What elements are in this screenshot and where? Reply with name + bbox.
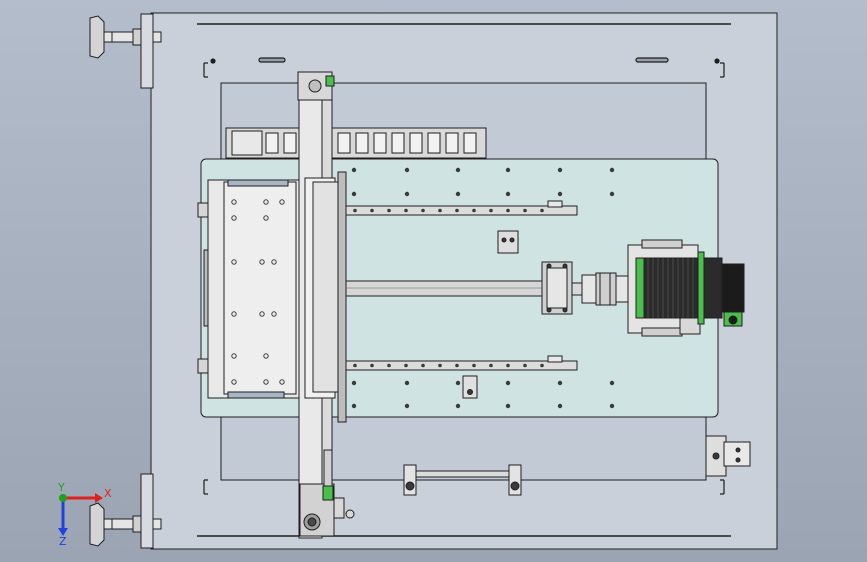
- rail-hole: [404, 363, 408, 368]
- carriage-hole: [231, 199, 237, 205]
- moving-carriage: [197, 179, 304, 399]
- mounting-hole: [455, 403, 461, 409]
- rail-hole: [506, 363, 510, 368]
- rail-hole: [455, 363, 459, 368]
- carriage-hole: [263, 215, 269, 221]
- ball-screw: [344, 280, 543, 297]
- chain-link: [373, 132, 387, 154]
- rail-hole: [489, 363, 493, 368]
- rail-hole: [353, 208, 357, 213]
- rail-hole: [523, 208, 527, 213]
- mounting-hole: [351, 380, 357, 386]
- chain-link: [283, 132, 297, 154]
- mounting-hole: [455, 380, 461, 386]
- chain-link: [391, 132, 405, 154]
- leveling-foot-top: [89, 15, 162, 59]
- mounting-hole: [404, 380, 410, 386]
- mounting-hole: [505, 403, 511, 409]
- mounting-hole: [609, 403, 615, 409]
- mounting-hole: [455, 191, 461, 197]
- mounting-hole: [609, 167, 615, 173]
- carriage-hole: [263, 379, 269, 385]
- axis-x-label: X: [104, 487, 112, 500]
- axis-z-label: Z: [59, 535, 67, 548]
- rail-hole: [370, 363, 374, 368]
- rail-hole: [370, 208, 374, 213]
- chain-link: [463, 132, 477, 154]
- mounting-hole: [351, 403, 357, 409]
- rail-hole: [455, 208, 459, 213]
- left-side-bracket-top: [140, 13, 154, 89]
- carriage-hole: [263, 199, 269, 205]
- mounting-hole: [505, 380, 511, 386]
- carriage-hole: [271, 259, 277, 265]
- rail-hole: [472, 208, 476, 213]
- rail-hole: [472, 363, 476, 368]
- rail-hole: [387, 363, 391, 368]
- carriage-hole: [259, 259, 265, 265]
- rail-hole: [353, 363, 357, 368]
- mounting-hole: [609, 191, 615, 197]
- mounting-hole: [557, 167, 563, 173]
- leveling-foot-bottom: [89, 502, 162, 547]
- axis-y-label: Y: [57, 481, 65, 494]
- carriage-hole: [279, 379, 285, 385]
- rail-hole: [404, 208, 408, 213]
- carriage-hole: [263, 353, 269, 359]
- carriage-hole: [271, 311, 277, 317]
- mounting-hole: [557, 403, 563, 409]
- frame-clips: [203, 57, 725, 495]
- bottom-handle-bar: [403, 464, 522, 496]
- mounting-hole: [557, 380, 563, 386]
- right-limit-bracket: [705, 435, 751, 477]
- rail-hole: [438, 363, 442, 368]
- mounting-hole: [557, 191, 563, 197]
- rail-holes: [353, 208, 544, 368]
- rail-hole: [438, 208, 442, 213]
- axis-triad: X Y Z: [57, 481, 112, 548]
- chain-link: [445, 132, 459, 154]
- sensor-bracket: [462, 230, 519, 399]
- base-plate-holes: [351, 167, 615, 409]
- chain-link: [355, 132, 369, 154]
- rail-hole: [387, 208, 391, 213]
- rail-hole: [421, 363, 425, 368]
- mounting-hole: [351, 167, 357, 173]
- servo-motor: [635, 251, 745, 327]
- carriage-hole: [259, 311, 265, 317]
- carriage-hole: [279, 199, 285, 205]
- rail-hole: [540, 208, 544, 213]
- rail-hole: [489, 208, 493, 213]
- chain-link: [337, 132, 351, 154]
- rail-hole: [506, 208, 510, 213]
- mounting-hole: [505, 191, 511, 197]
- mounting-hole: [404, 191, 410, 197]
- carriage-hole: [231, 259, 237, 265]
- mounting-hole: [505, 167, 511, 173]
- rail-hole: [523, 363, 527, 368]
- carriage-hole: [231, 379, 237, 385]
- mounting-hole: [609, 380, 615, 386]
- chain-link: [265, 132, 279, 154]
- rail-hole: [421, 208, 425, 213]
- chain-link: [427, 132, 441, 154]
- chain-link: [409, 132, 423, 154]
- carriage-holes: [231, 199, 285, 385]
- mounting-hole: [404, 403, 410, 409]
- carriage-hole: [231, 353, 237, 359]
- carriage-hole: [231, 311, 237, 317]
- coupling: [571, 272, 629, 306]
- rail-hole: [540, 363, 544, 368]
- left-side-bracket-bottom: [140, 473, 154, 549]
- carriage-hole: [231, 215, 237, 221]
- mounting-hole: [455, 167, 461, 173]
- mounting-hole: [351, 191, 357, 197]
- bearing-support-block: [541, 261, 573, 315]
- vertical-column: [297, 71, 355, 539]
- mounting-hole: [404, 167, 410, 173]
